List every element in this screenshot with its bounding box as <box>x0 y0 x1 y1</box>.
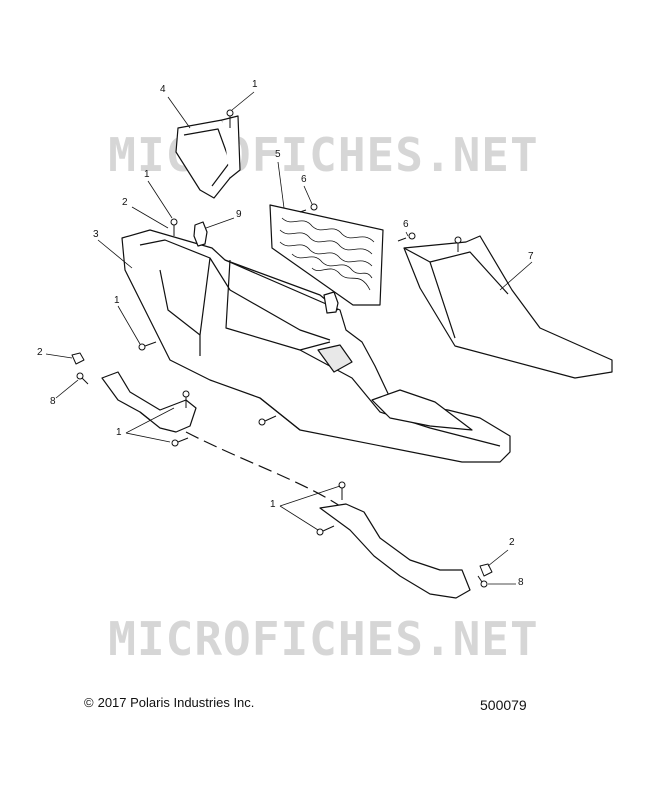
callout-8: 8 <box>518 577 524 588</box>
part-9-bumper-stop-upper <box>193 221 208 247</box>
callout-1: 1 <box>114 295 120 306</box>
fasteners <box>71 109 493 588</box>
copyright-text: 2017 Polaris Industries Inc. <box>97 695 255 710</box>
callout-8: 8 <box>50 396 56 407</box>
callout-1: 1 <box>252 79 258 90</box>
callout-6: 6 <box>301 174 307 185</box>
callout-2: 2 <box>509 537 515 548</box>
callout-5: 5 <box>275 149 281 160</box>
part-7-right-wing <box>403 235 613 379</box>
callout-2: 2 <box>37 347 43 358</box>
copyright-symbol: © <box>84 695 94 710</box>
callout-6: 6 <box>403 219 409 230</box>
callout-2: 2 <box>122 197 128 208</box>
callout-1: 1 <box>116 427 122 438</box>
callout-9: 9 <box>236 209 242 220</box>
left-bracket-tube <box>101 371 197 433</box>
part-9-bumper-stop-lower <box>323 291 339 314</box>
part-5-grille <box>269 204 384 306</box>
callout-3: 3 <box>93 229 99 240</box>
right-bracket-tube <box>319 503 471 599</box>
callout-4: 4 <box>160 84 166 95</box>
watermark-bottom: MICROFICHES.NET <box>108 612 539 666</box>
callout-1: 1 <box>144 169 150 180</box>
callout-7: 7 <box>528 251 534 262</box>
callout-1: 1 <box>270 499 276 510</box>
leader-lines <box>45 91 533 585</box>
drawing-number: 500079 <box>480 697 527 713</box>
copyright-notice: ©2017 Polaris Industries Inc. <box>84 695 254 710</box>
